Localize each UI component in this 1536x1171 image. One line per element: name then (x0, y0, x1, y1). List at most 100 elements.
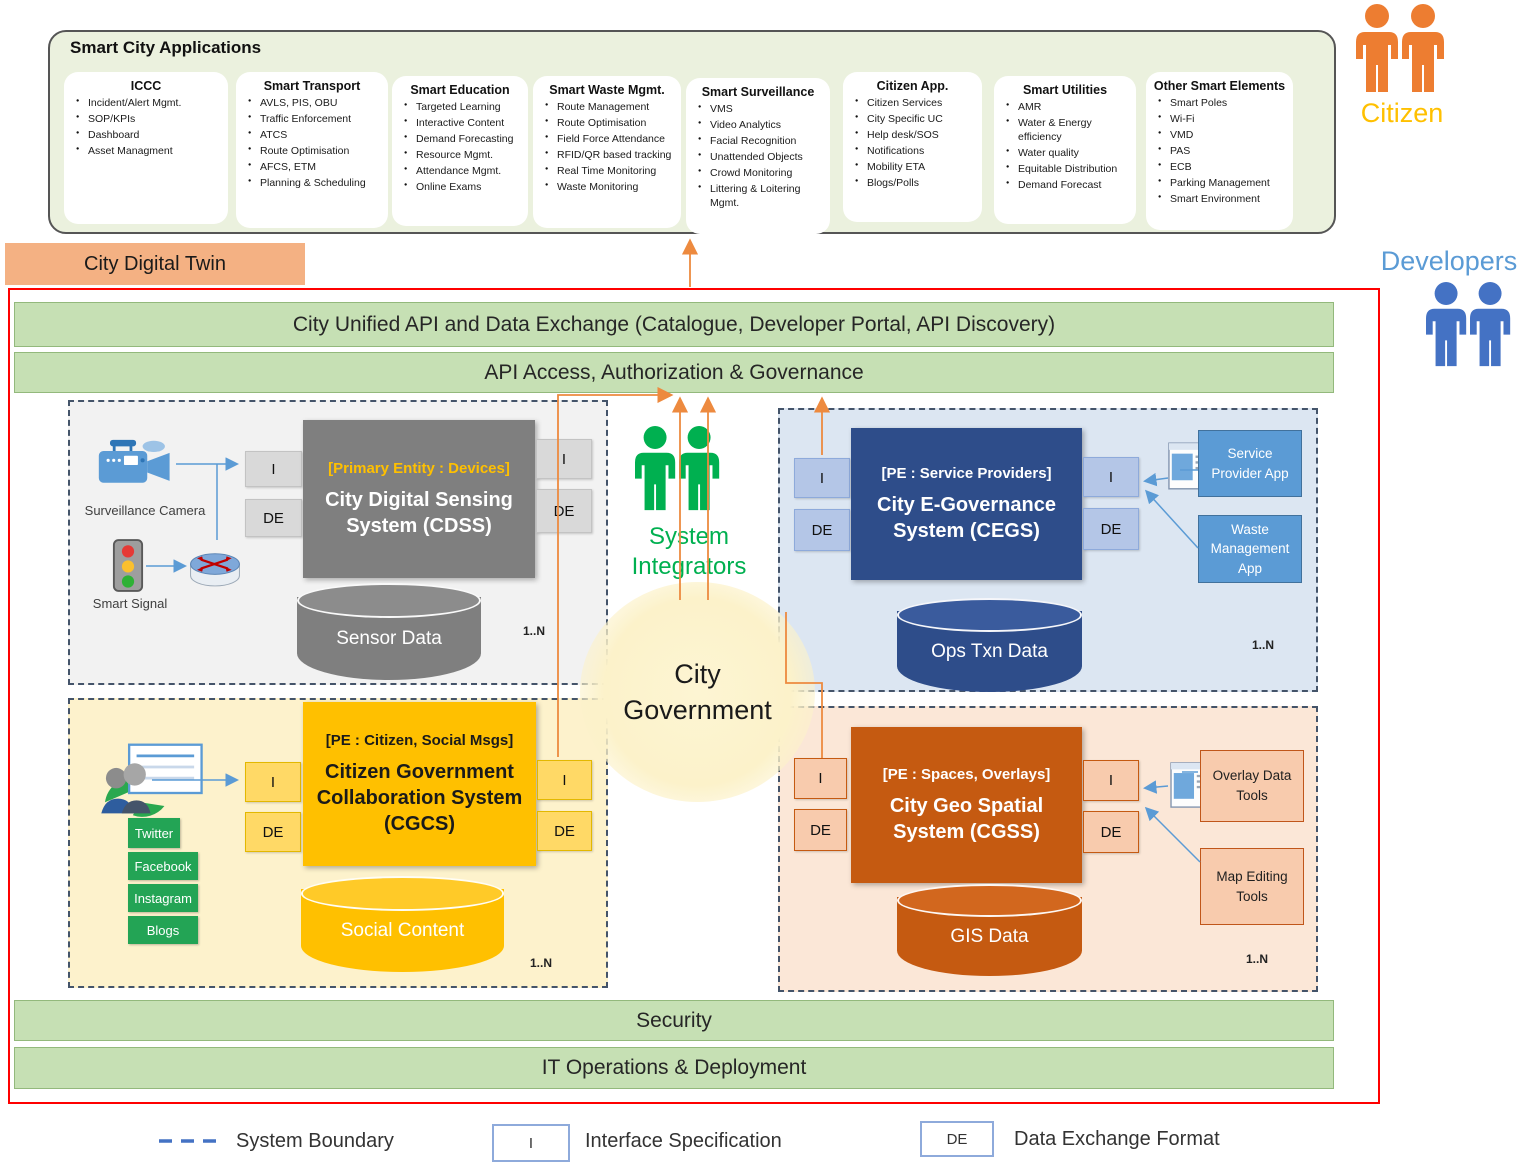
app-item: Real Time Monitoring (545, 164, 675, 178)
app-item: Video Analytics (698, 118, 824, 132)
app-item: Equitable Distribution (1006, 162, 1130, 176)
cgcs-system-box: [PE : Citizen, Social Msgs] Citizen Gove… (303, 702, 536, 866)
twitter-chip: Twitter (128, 818, 180, 848)
ops-txn-data-store: Ops Txn Data (897, 598, 1082, 692)
cegs-interface-box-left: I (794, 458, 850, 498)
cgss-data-exchange-box-right: DE (1083, 811, 1139, 853)
data-exchange-legend-label: Data Exchange Format (1014, 1128, 1220, 1150)
city-digital-twin-label: City Digital Twin (5, 243, 305, 285)
cgcs-primary-entity: [PE : Citizen, Social Msgs] (325, 731, 514, 749)
cdss-interface-box-left: I (245, 451, 302, 487)
cdss-system-box: [Primary Entity : Devices] City Digital … (303, 420, 535, 578)
cdss-data-exchange-box-right: DE (536, 489, 592, 533)
app-item: Route Optimisation (248, 144, 382, 158)
app-item: Smart Environment (1158, 192, 1287, 206)
interface-legend-label: Interface Specification (585, 1130, 782, 1152)
app-card-title: Smart Transport (263, 79, 361, 93)
interface-legend-box: I (492, 1124, 570, 1162)
app-item: ATCS (248, 128, 382, 142)
system-boundary-legend-label: System Boundary (236, 1130, 394, 1152)
app-card-title: Smart Utilities (1022, 83, 1108, 97)
facebook-chip: Facebook (128, 852, 198, 880)
app-item: Wi-Fi (1158, 112, 1287, 126)
cegs-interface-box-right: I (1083, 457, 1139, 497)
cgss-primary-entity: [PE : Spaces, Overlays] (882, 765, 1051, 783)
app-item: Interactive Content (404, 116, 522, 130)
app-item: Parking Management (1158, 176, 1287, 190)
instagram-chip: Instagram (128, 884, 198, 912)
unified-api-bar: City Unified API and Data Exchange (Cata… (14, 302, 1334, 347)
app-item: AVLS, PIS, OBU (248, 96, 382, 110)
app-item: SOP/KPIs (76, 112, 222, 126)
app-item: Citizen Services (855, 96, 976, 110)
data-exchange-legend-box: DE (920, 1121, 994, 1157)
app-item: Attendance Mgmt. (404, 164, 522, 178)
router-icon (188, 540, 242, 592)
surveillance-camera-icon (95, 438, 179, 492)
app-card-title: Smart Education (410, 83, 510, 97)
overlay-data-tools-box: Overlay Data Tools (1200, 750, 1304, 822)
app-item: AMR (1006, 100, 1130, 114)
developers-label: Developers (1380, 246, 1518, 276)
cgss-data-exchange-box-left: DE (794, 809, 847, 851)
cegs-data-exchange-box-right: DE (1083, 508, 1139, 550)
social-content-store: Social Content (301, 876, 504, 972)
cdss-cardinality: 1..N (523, 624, 546, 638)
surveillance-camera-label: Surveillance Camera (84, 503, 206, 518)
cgss-interface-box-left: I (794, 758, 847, 799)
app-item: VMD (1158, 128, 1287, 142)
app-item: Demand Forecast (1006, 178, 1130, 192)
app-item: Field Force Attendance (545, 132, 675, 146)
app-item: AFCS, ETM (248, 160, 382, 174)
gis-data-store: GIS Data (897, 884, 1082, 976)
sensor-data-label: Sensor Data (336, 627, 442, 649)
app-item: Smart Poles (1158, 96, 1287, 110)
cegs-data-exchange-box-left: DE (794, 509, 850, 551)
app-item: City Specific UC (855, 112, 976, 126)
cgcs-title: Citizen Government Collaboration System … (316, 760, 523, 835)
app-card-other-elements: Other Smart Elements Smart Poles Wi-Fi V… (1146, 72, 1293, 230)
smart-signal-label: Smart Signal (92, 596, 168, 611)
app-item: Unattended Objects (698, 150, 824, 164)
app-item: Mobility ETA (855, 160, 976, 174)
waste-management-app-box: Waste Management App (1198, 515, 1302, 583)
cgss-cardinality: 1..N (1246, 952, 1269, 966)
app-card-waste: Smart Waste Mgmt. Route Management Route… (533, 76, 681, 228)
it-operations-bar: IT Operations & Deployment (14, 1047, 1334, 1089)
security-bar: Security (14, 1000, 1334, 1041)
app-card-iccc: ICCC Incident/Alert Mgmt. SOP/KPIs Dashb… (64, 72, 228, 224)
app-card-title: Smart Surveillance (701, 85, 815, 99)
cegs-title: City E-Governance System (CEGS) (877, 493, 1056, 542)
gis-data-label: GIS Data (950, 926, 1029, 948)
app-item: Route Optimisation (545, 116, 675, 130)
app-item: Resource Mgmt. (404, 148, 522, 162)
api-access-bar: API Access, Authorization & Governance (14, 352, 1334, 393)
citizen-label: Citizen (1360, 98, 1444, 128)
service-provider-app-box: Service Provider App (1198, 430, 1302, 497)
cdss-data-exchange-box-left: DE (245, 499, 302, 537)
app-card-title: Smart Waste Mgmt. (549, 83, 665, 97)
app-item: PAS (1158, 144, 1287, 158)
app-item: Incident/Alert Mgmt. (76, 96, 222, 110)
system-integrators-people-icon (626, 426, 732, 514)
app-item: Water quality (1006, 146, 1130, 160)
app-item: Traffic Enforcement (248, 112, 382, 126)
citizen-people-icon (1350, 4, 1454, 96)
app-card-utilities: Smart Utilities AMR Water & Energy effic… (994, 76, 1136, 224)
app-item: Crowd Monitoring (698, 166, 824, 180)
app-item: Asset Managment (76, 144, 222, 158)
cgcs-data-exchange-box-right: DE (537, 811, 592, 851)
apps-band-title: Smart City Applications (70, 38, 262, 57)
cdss-title: City Digital Sensing System (CDSS) (325, 488, 513, 537)
social-message-icon (92, 740, 222, 820)
cdss-interface-box-right: I (536, 439, 592, 479)
social-content-label: Social Content (340, 920, 465, 942)
app-item: Littering & Loitering Mgmt. (698, 182, 824, 210)
map-editing-tools-box: Map Editing Tools (1200, 848, 1304, 925)
app-item: Waste Monitoring (545, 180, 675, 194)
cgcs-cardinality: 1..N (530, 956, 553, 970)
app-item: ECB (1158, 160, 1287, 174)
cgss-interface-box-right: I (1083, 760, 1139, 801)
cgcs-interface-box-right: I (537, 760, 592, 800)
